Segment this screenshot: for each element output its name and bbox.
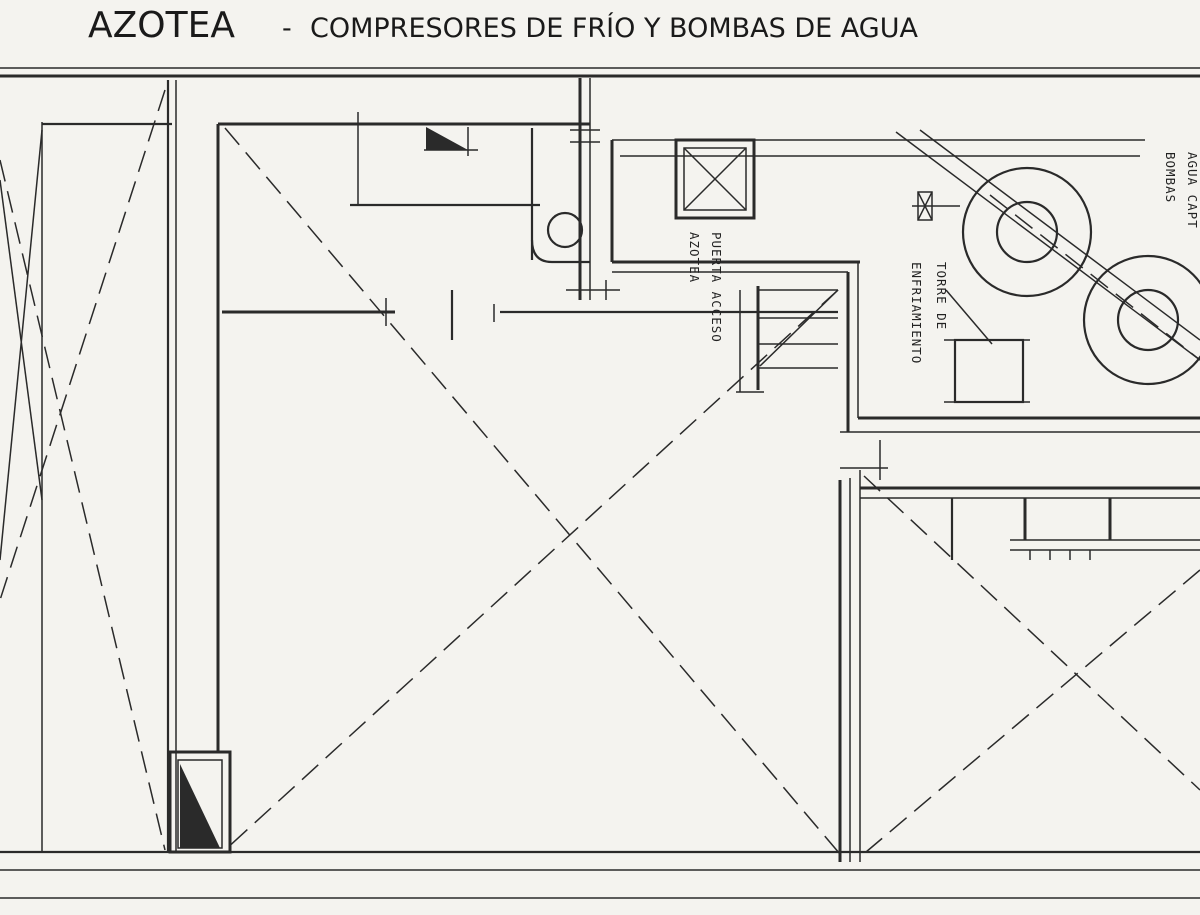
- left-bay: [0, 80, 177, 852]
- cooling-tower-fan-2-icon: [1082, 254, 1200, 386]
- drain-pipe-icon: [546, 211, 584, 249]
- cooling-tower-fan-1-icon: [961, 166, 1093, 298]
- plan-title: AZOTEA - COMPRESORES DE FRÍO Y BOMBAS DE…: [88, 5, 918, 46]
- vent-shaft-lower: [168, 750, 232, 854]
- exhaust-fan-unit: [674, 138, 756, 220]
- upper-corridor: [610, 138, 1145, 432]
- access-hatch-label-line2: AZOTEA: [687, 232, 702, 283]
- water-pumps-label-line2: BOMBAS: [1163, 152, 1178, 203]
- vent-hatch-lower-icon: [180, 764, 220, 848]
- central-bay: [168, 122, 846, 861]
- roof-access-stair: PUERTA ACCESO AZOTEA: [687, 232, 839, 393]
- lower-right-bay: [838, 440, 1200, 862]
- title-sub: COMPRESORES DE FRÍO Y BOMBAS DE AGUA: [310, 12, 918, 44]
- upper-small-room: [350, 78, 620, 300]
- title-main: AZOTEA: [88, 5, 235, 46]
- cooling-tower-label-line2: ENFRIAMIENTO: [909, 262, 924, 364]
- title-separator: -: [282, 13, 292, 44]
- water-pumps-label: AGUA CAPT: [1185, 152, 1200, 229]
- vent-hatch-upper-icon: [426, 127, 468, 150]
- cooling-tower-label: TORRE DE: [934, 262, 949, 330]
- cooling-tower-area: TORRE DE ENFRIAMIENTO AGUA CAPT BOMBAS: [840, 129, 1200, 433]
- pump-unit: [953, 338, 1025, 404]
- access-hatch-label: PUERTA ACCESO: [709, 232, 724, 343]
